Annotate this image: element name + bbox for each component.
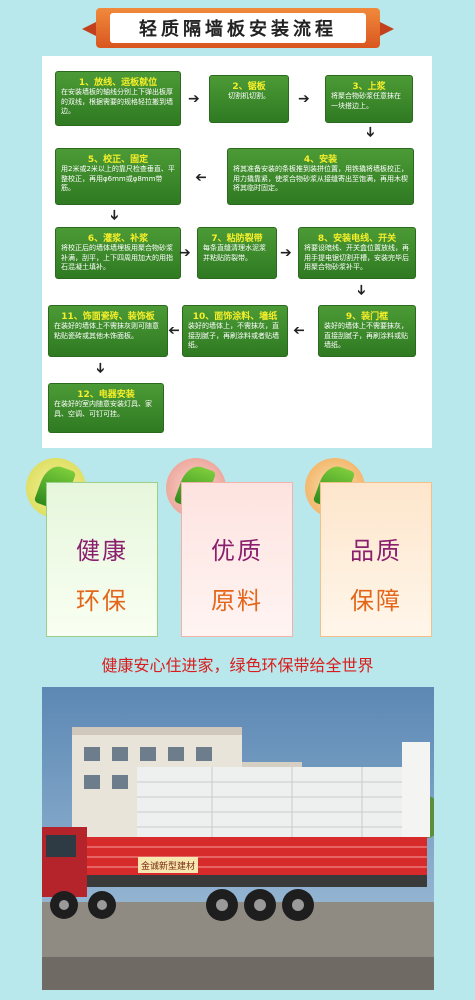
step-desc: 装好的墙体上不需要抹灰，直接刮腻子，再刷涂料或贴墙纸。: [324, 322, 408, 349]
title-banner: 轻质隔墙板安装流程: [82, 6, 394, 50]
arrow-right-icon: ➔: [298, 91, 310, 107]
arrow-down-icon: ➔: [352, 284, 369, 296]
step-2: 2、锯板 切割机切割。: [209, 75, 289, 123]
feature-card-3: 品质 保障: [320, 482, 432, 637]
step-title: 11、饰面瓷砖、装饰板: [61, 312, 155, 322]
arrow-right-icon: ➔: [280, 245, 292, 261]
step-6: 6、灌浆、补浆 将校正后的墙体墙埋板用聚合物砂浆补满，刮平，上下四周用加大的用指…: [55, 227, 181, 279]
step-desc: 将其准备安装的条板推到装拼位置，用铁撬将墙板校正，用力撬靠紧，使浆合物砂浆从接缝…: [233, 165, 408, 192]
truck-illustration: 金诚新型建材: [42, 687, 434, 990]
step-7: 7、粘防裂带 每条直缝清理水泥浆并粘贴防裂带。: [197, 227, 277, 279]
arrow-right-icon: ➔: [188, 91, 200, 107]
card-top-text: 品质: [350, 537, 402, 565]
card-bottom-text: 环保: [76, 587, 128, 615]
truck-sign-text: 金诚新型建材: [141, 860, 195, 872]
step-10: 10、面饰涂料、墙纸 装好的墙体上，不需抹灰，直接刮腻子，再刷涂料或者贴墙纸。: [182, 305, 288, 357]
step-title: 9、装门框: [345, 312, 389, 322]
step-desc: 每条直缝清理水泥浆并粘贴防裂带。: [203, 244, 266, 262]
step-title: 4、安装: [303, 155, 338, 165]
step-5: 5、校正、固定 用2米或2米以上的靠尺检查垂直、平整校正，再用φ6mm或φ8mm…: [55, 148, 181, 205]
arrow-right-icon: ➔: [179, 245, 191, 261]
arrow-down-icon: ➔: [361, 126, 378, 138]
step-desc: 将聚合物砂浆任意抹在一块搭边上。: [331, 92, 401, 110]
arrow-down-icon: ➔: [91, 362, 108, 374]
slogan: 健康安心住进家，绿色环保带给全世界: [101, 656, 374, 675]
step-desc: 用2米或2米以上的靠尺检查垂直、平整校正，再用φ6mm或φ8mm带筋。: [61, 165, 175, 192]
step-title: 1、放线、运板就位: [78, 78, 158, 88]
step-title: 5、校正、固定: [87, 155, 149, 165]
card-bottom-text: 保障: [350, 587, 402, 615]
arrow-down-icon: ➔: [105, 209, 122, 221]
step-8: 8、安装电线、开关 将要设暗线、开关盒位置放线，再用手提电锯切割开槽，安装完毕后…: [298, 227, 416, 279]
step-title: 12、电器安装: [77, 390, 135, 400]
step-4: 4、安装 将其准备安装的条板推到装拼位置，用铁撬将墙板校正，用力撬靠紧，使浆合物…: [227, 148, 414, 205]
step-title: 3、上浆: [352, 82, 386, 92]
step-title: 2、锯板: [232, 82, 266, 92]
arrow-left-icon: ➔: [293, 322, 305, 338]
card-top-text: 健康: [76, 537, 128, 565]
truck-photo: 金诚新型建材: [42, 687, 434, 990]
step-title: 10、面饰涂料、墙纸: [192, 312, 278, 322]
step-1: 1、放线、运板就位 在安装墙板的轴线分别上下弹出板厚的双线，根据需要的规格轻拉搬…: [55, 71, 181, 126]
page-title: 轻质隔墙板安装流程: [110, 13, 366, 43]
card-top-text: 优质: [211, 537, 263, 565]
arrow-left-icon: ➔: [195, 169, 207, 185]
feature-card-1: 健康 环保: [46, 482, 158, 637]
step-9: 9、装门框 装好的墙体上不需要抹灰，直接刮腻子，再刷涂料或贴墙纸。: [318, 305, 416, 357]
step-3: 3、上浆 将聚合物砂浆任意抹在一块搭边上。: [325, 75, 413, 123]
step-title: 6、灌浆、补浆: [87, 234, 149, 244]
step-desc: 切割机切割。: [228, 92, 270, 100]
step-desc: 在装好的室内随意安装灯具、家具、空调、可钉可挂。: [54, 400, 152, 418]
feature-card-2: 优质 原料: [181, 482, 293, 637]
step-title: 7、粘防裂带: [211, 234, 263, 244]
arrow-left-icon: ➔: [168, 322, 180, 338]
step-11: 11、饰面瓷砖、装饰板 在装好的墙体上不需抹灰则可随意粘贴瓷砖或其他木饰面板。: [48, 305, 168, 357]
step-desc: 在安装墙板的轴线分别上下弹出板厚的双线，根据需要的规格轻拉搬到墙边。: [61, 88, 173, 115]
step-12: 12、电器安装 在装好的室内随意安装灯具、家具、空调、可钉可挂。: [48, 383, 164, 433]
step-desc: 在装好的墙体上不需抹灰则可随意粘贴瓷砖或其他木饰面板。: [54, 322, 159, 340]
step-desc: 将要设暗线、开关盒位置放线，再用手提电锯切割开槽，安装完毕后用聚合物砂浆补平。: [304, 244, 409, 271]
step-desc: 将校正后的墙体墙埋板用聚合物砂浆补满，刮平，上下四周用加大的用指石混凝土填补。: [61, 244, 173, 271]
step-desc: 装好的墙体上，不需抹灰，直接刮腻子，再刷涂料或者贴墙纸。: [188, 322, 279, 349]
step-title: 8、安装电线、开关: [317, 234, 397, 244]
card-bottom-text: 原料: [211, 587, 263, 615]
